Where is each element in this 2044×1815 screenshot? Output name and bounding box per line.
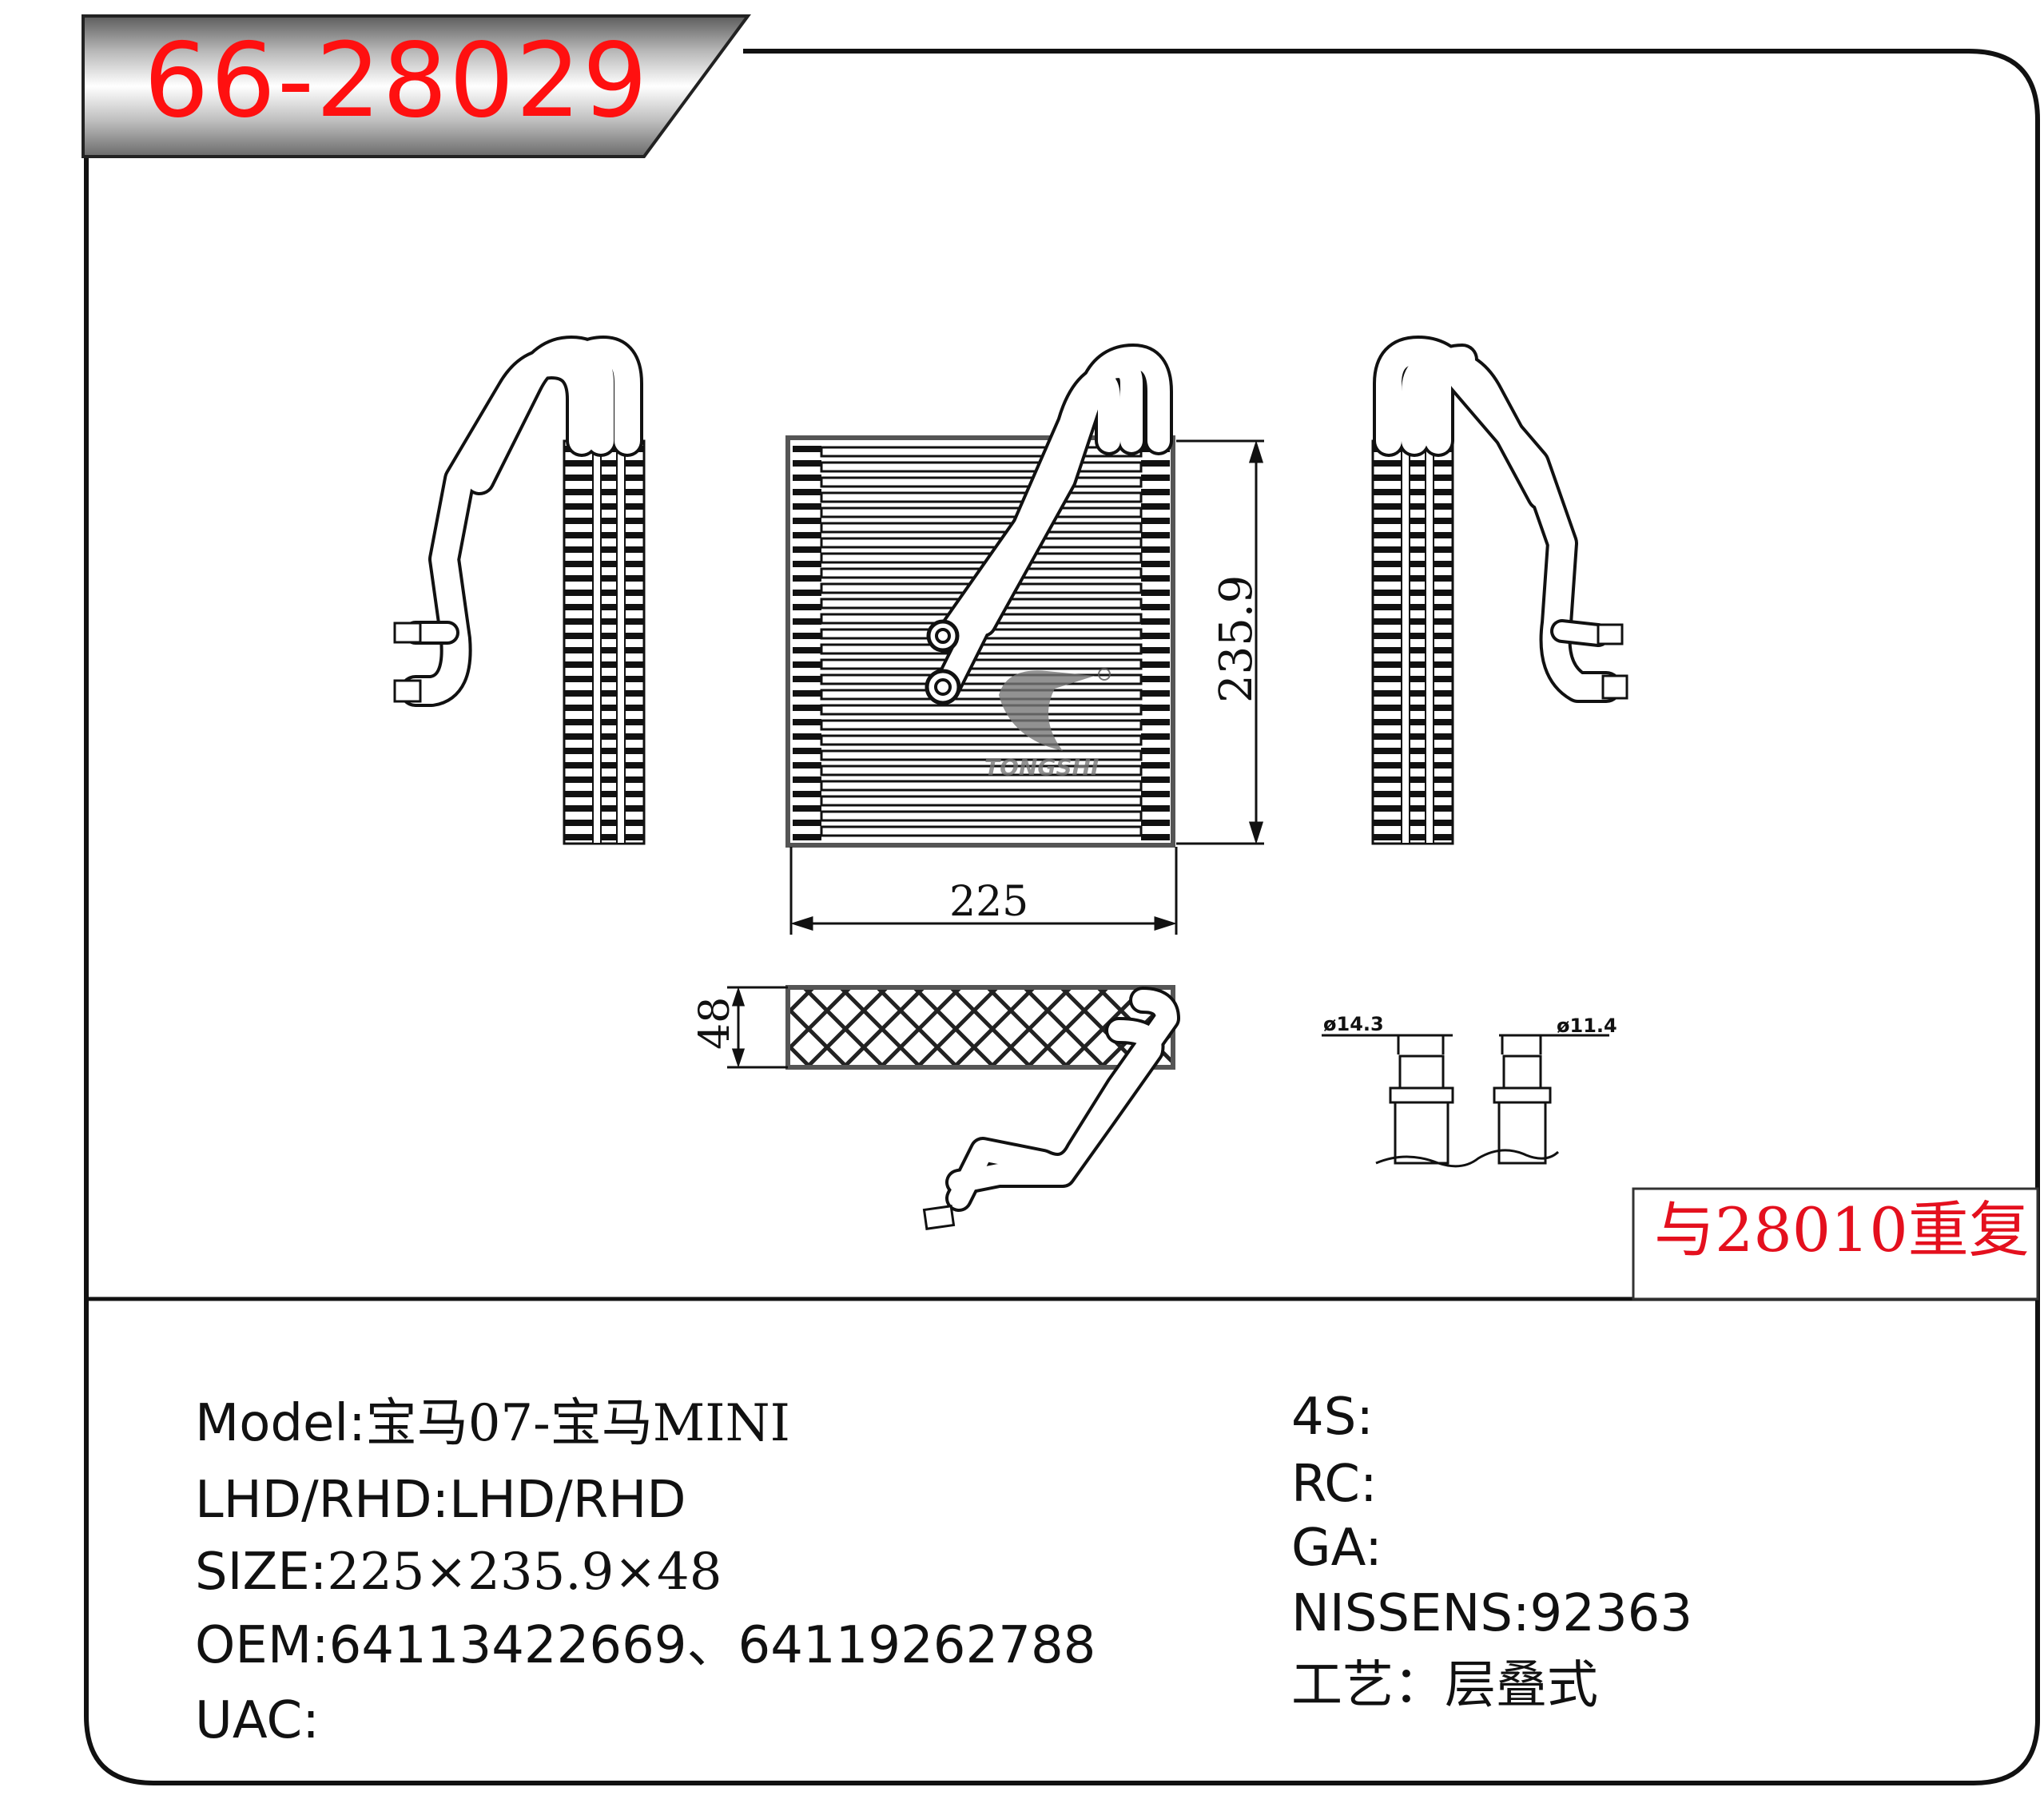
spec-rc: RC: [1291,1459,1378,1510]
spec-value: 宝马07-宝马MINI [365,1394,790,1453]
tube [820,476,1143,488]
duplicate-note: 与28010重复 [1654,1194,2030,1265]
spec-sep: : [1512,1584,1530,1643]
tube [820,704,1143,716]
tube [820,658,1143,670]
spec-value: 64113422669、64119262788 [328,1616,1096,1675]
tube [820,780,1143,792]
tube [820,795,1143,807]
tube [820,491,1143,503]
pipe-large-label: ø14.3 [1323,1013,1384,1035]
spec-sep: : [302,1691,320,1750]
spec-size: SIZE:225×235.9×48 [195,1547,722,1598]
right-side-view [1371,336,1628,845]
spec-sep: : [431,1471,450,1530]
dimension-height-label: 235.9 [1211,575,1263,703]
spec-label: UAC [195,1691,303,1750]
spec-value: 225×235.9×48 [327,1543,722,1602]
spec-oem: OEM:64113422669、64119262788 [195,1620,1096,1671]
spec-ga: GA: [1291,1523,1382,1574]
spec-sep: : [1359,1455,1378,1514]
spec-label: OEM [195,1616,312,1675]
spec-label: SIZE [195,1543,310,1602]
pipe-detail [1322,1034,1609,1168]
brand-logo: TONGSHI [984,668,1111,780]
top-view [785,985,1180,1230]
spec-process: 工艺：层叠式 [1291,1660,1598,1711]
part-number-title: 66-28029 [144,22,650,141]
pipe-small-label: ø11.4 [1557,1015,1617,1037]
brand-watermark-text: TONGSHI [984,754,1099,780]
tube [820,734,1143,746]
spec-sep: ： [1394,1656,1445,1715]
spec-label: RC [1291,1455,1360,1514]
spec-value: LHD/RHD [449,1471,686,1530]
tube [820,461,1143,473]
spec-nissens: NISSENS:92363 [1291,1588,1692,1639]
spec-sep: : [1365,1519,1382,1578]
dimension-depth-label: 48 [691,997,739,1050]
tube [820,537,1143,549]
tube [820,446,1143,458]
tube [820,810,1143,822]
spec-sep: : [348,1394,366,1453]
spec-lhd-rhd: LHD/RHD:LHD/RHD [195,1475,686,1526]
tube [820,825,1143,837]
tube [820,522,1143,534]
spec-sep: : [312,1616,329,1675]
spec-label: 工艺 [1291,1656,1394,1715]
spec-label: Model [195,1394,349,1453]
spec-sep: : [1356,1388,1374,1447]
dimension-height [1176,439,1264,845]
tube [820,719,1143,731]
note-box [1632,1187,2039,1301]
tube [820,506,1143,518]
spec-value: 层叠式 [1445,1656,1598,1715]
title-banner [82,14,751,158]
dimension-depth [727,986,788,1069]
front-view: TONGSHI [785,344,1175,848]
tube [820,689,1143,701]
dimension-width-label: 225 [949,878,1028,926]
spec-label: GA [1291,1519,1366,1578]
spec-uac: UAC: [195,1695,320,1746]
spec-4s: 4S: [1291,1392,1374,1443]
spec-label: 4S [1291,1388,1357,1447]
spec-label: LHD/RHD [195,1471,432,1530]
left-side-view [393,336,646,845]
spec-sep: : [309,1543,328,1602]
spec-label: NISSENS [1291,1584,1513,1643]
spec-model: Model:宝马07-宝马MINI [195,1398,790,1449]
tube [820,552,1143,564]
tube [820,673,1143,685]
dimension-width [789,847,1178,935]
spec-value: 92363 [1529,1584,1693,1643]
